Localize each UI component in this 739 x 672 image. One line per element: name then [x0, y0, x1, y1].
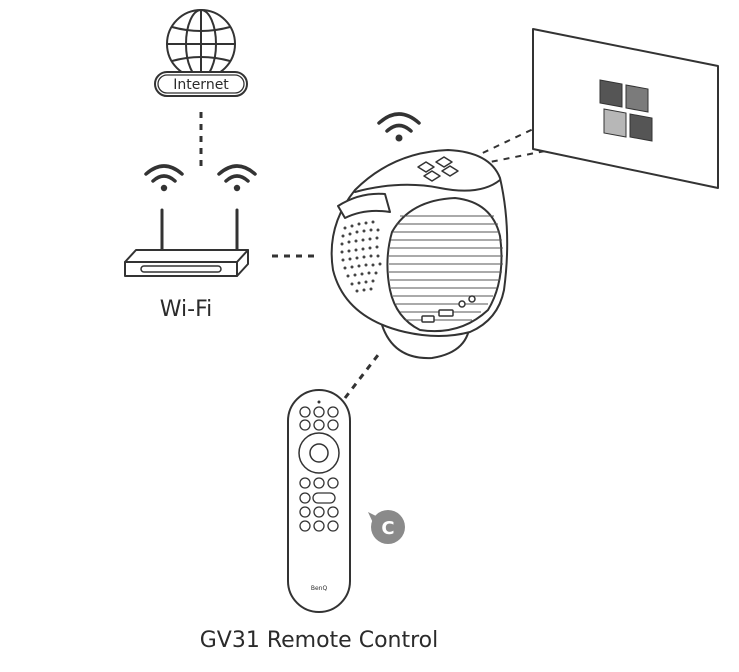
callout-label: C [381, 518, 394, 539]
projection-screen-icon [532, 28, 719, 189]
router-icon [124, 208, 249, 277]
callout-badge: C [368, 510, 405, 544]
internet-badge: Internet [154, 71, 248, 97]
globe-icon [166, 9, 236, 79]
screen-tile-mid [625, 84, 649, 113]
remote-label: GV31 Remote Control [200, 628, 439, 653]
projector-ports [421, 295, 476, 323]
screen-tile-light [603, 108, 627, 138]
projector-icon [330, 149, 509, 360]
remote-dpad [298, 432, 340, 474]
wifi-signal-icon [377, 112, 421, 142]
remote-projector-link [343, 354, 380, 399]
internet-label: Internet [173, 77, 229, 93]
remote-volume-row [299, 492, 336, 504]
wifi-signal-icon [217, 164, 257, 192]
screen-tile-dark [599, 79, 623, 108]
remote-control-icon: BenQ [287, 389, 351, 613]
wifi-signal-icon [144, 164, 184, 192]
remote-nav-buttons [299, 477, 339, 489]
projector-top-buttons [417, 156, 459, 182]
remote-function-buttons [299, 506, 339, 532]
projection-beam [471, 103, 691, 165]
speaker-grille [340, 220, 382, 293]
screen-tile-dark [629, 113, 653, 142]
remote-top-buttons [299, 406, 339, 431]
side-disc-lines [389, 215, 503, 321]
wifi-label: Wi-Fi [160, 297, 213, 322]
remote-brand-label: BenQ [311, 585, 328, 592]
